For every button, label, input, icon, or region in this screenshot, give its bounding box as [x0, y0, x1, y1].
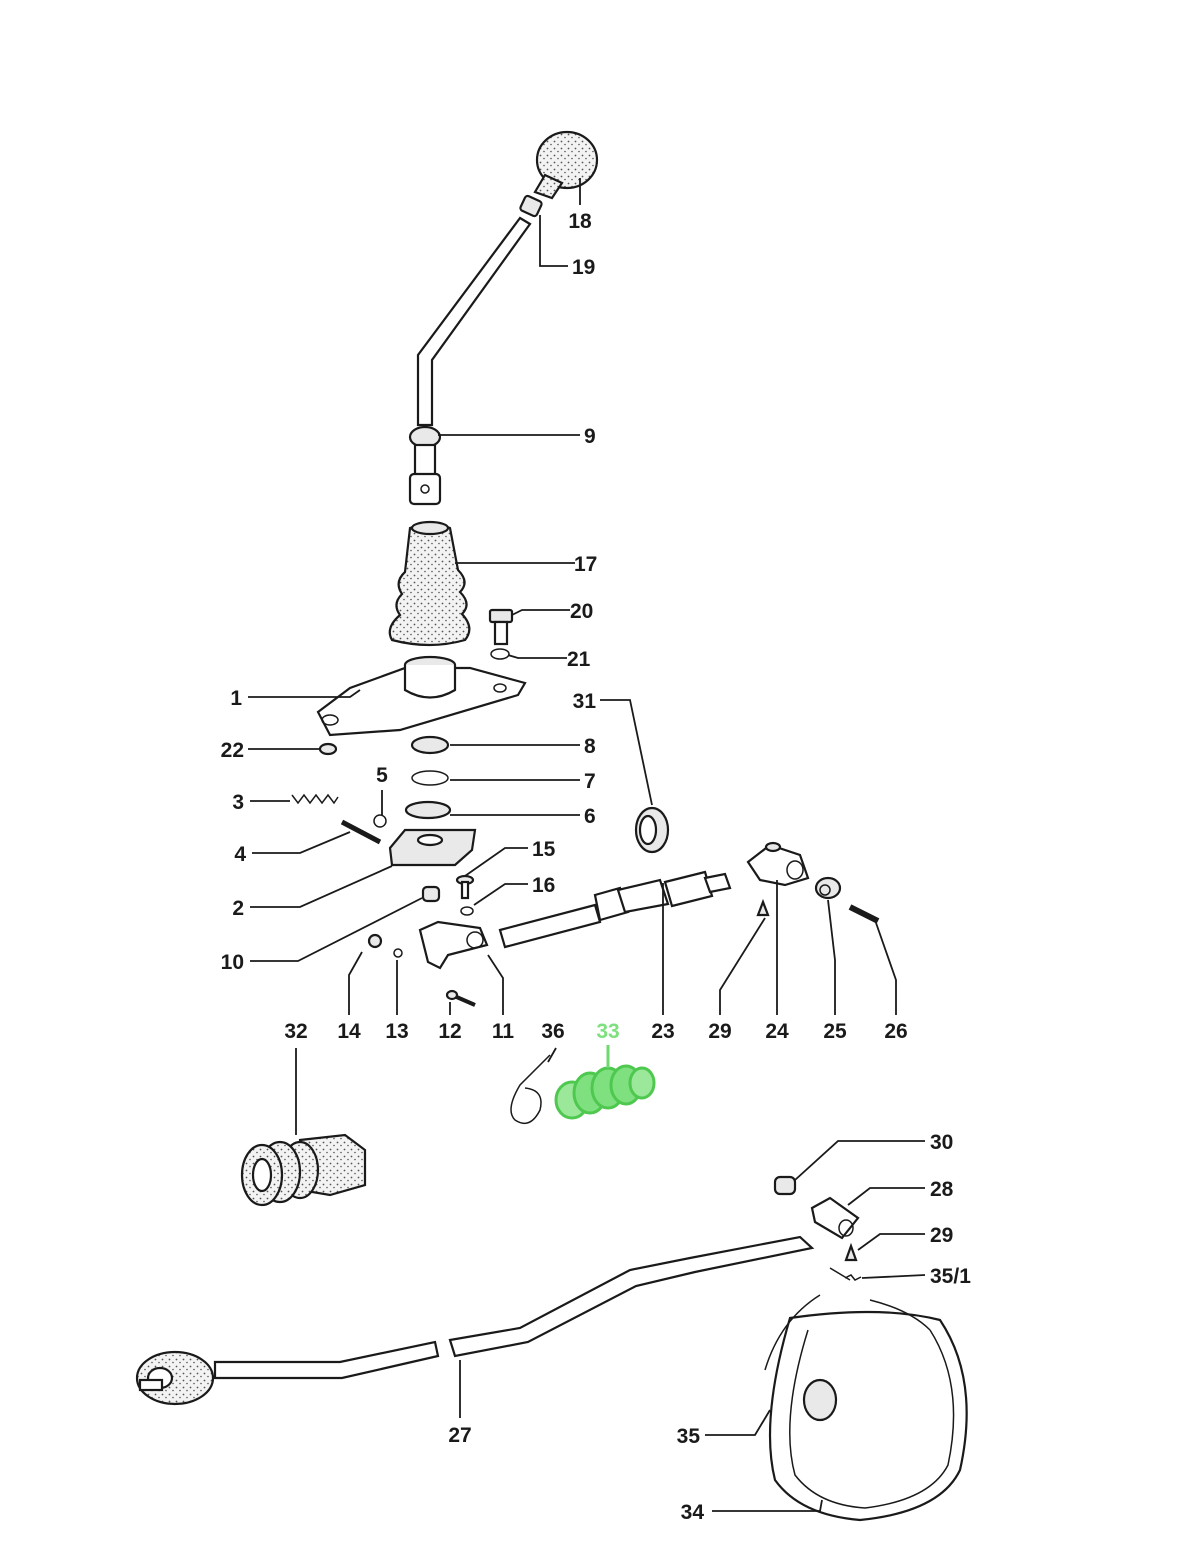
part-bellows-highlighted — [554, 1064, 656, 1120]
callout-25: 25 — [823, 1020, 847, 1043]
callout-34: 34 — [681, 1501, 705, 1524]
part-shift-boot — [388, 522, 471, 647]
part-washer — [318, 742, 338, 756]
callout-29-lower: 29 — [930, 1224, 953, 1247]
callout-35: 35 — [677, 1425, 701, 1448]
part-bolt-small — [445, 989, 476, 1007]
callout-26: 26 — [884, 1020, 907, 1043]
part-set-screw — [756, 898, 770, 917]
part-grommet — [634, 806, 670, 854]
callout-14: 14 — [337, 1020, 361, 1043]
callout-12: 12 — [438, 1020, 461, 1043]
callout-16: 16 — [532, 874, 555, 897]
part-small-washer — [460, 906, 474, 916]
callout-32: 32 — [284, 1020, 307, 1043]
part-retaining-clip — [510, 1054, 551, 1125]
part-long-shift-rod — [135, 1235, 815, 1406]
part-cover — [764, 1294, 968, 1522]
part-ring — [404, 800, 452, 820]
part-shift-rod — [498, 870, 732, 949]
callout-6: 6 — [584, 805, 596, 828]
part-roll-pin — [848, 904, 880, 924]
callout-19: 19 — [572, 256, 595, 279]
part-rubber-boot — [240, 1133, 367, 1207]
leader-lines — [248, 178, 926, 1512]
part-shift-coupling — [746, 841, 810, 887]
part-drawings — [135, 130, 968, 1522]
callout-13: 13 — [385, 1020, 408, 1043]
callout-36: 36 — [541, 1020, 564, 1043]
part-shift-knob — [533, 130, 599, 200]
part-screw — [455, 874, 475, 900]
callout-28: 28 — [930, 1178, 954, 1201]
callout-27: 27 — [448, 1424, 471, 1447]
part-shift-lever — [408, 216, 532, 506]
part-shift-housing — [316, 655, 527, 737]
callout-9: 9 — [584, 425, 596, 448]
callout-30: 30 — [930, 1131, 953, 1154]
callout-31: 31 — [573, 690, 597, 713]
callout-15: 15 — [532, 838, 556, 861]
callout-22: 22 — [221, 739, 244, 762]
callout-10: 10 — [221, 951, 244, 974]
part-small-ring — [393, 948, 403, 958]
part-ball — [367, 933, 383, 949]
part-bolt — [488, 608, 514, 646]
callout-labels: 18 19 9 17 20 21 1 31 22 8 5 7 3 6 4 15 … — [221, 210, 972, 1524]
part-lock-washer — [490, 648, 510, 660]
part-set-screw-lower — [844, 1242, 858, 1262]
part-pin — [340, 819, 382, 845]
callout-33: 33 — [596, 1020, 619, 1043]
part-sleeve — [810, 1196, 860, 1240]
part-coupling — [418, 920, 489, 970]
part-guide-block — [388, 828, 477, 867]
part-bushing — [421, 885, 441, 903]
callout-23: 23 — [651, 1020, 674, 1043]
callout-11: 11 — [492, 1020, 515, 1043]
part-wire-clip — [829, 1267, 862, 1281]
callout-2: 2 — [232, 897, 244, 920]
callout-18: 18 — [568, 210, 592, 233]
callout-21: 21 — [567, 648, 591, 671]
callout-17: 17 — [574, 553, 597, 576]
part-plug — [773, 1175, 797, 1196]
part-spring — [291, 793, 339, 805]
callout-8: 8 — [584, 735, 596, 758]
callout-3: 3 — [232, 791, 244, 814]
part-clip — [373, 814, 387, 828]
callout-20: 20 — [570, 600, 593, 623]
callout-5: 5 — [376, 764, 388, 787]
part-knob-nut — [519, 194, 543, 218]
part-coupling-bushing — [814, 876, 842, 900]
part-spring-ring — [411, 770, 449, 786]
callout-24: 24 — [765, 1020, 789, 1043]
part-bearing-cup — [410, 735, 450, 755]
callout-4: 4 — [234, 843, 246, 866]
callout-35-1: 35/1 — [930, 1265, 971, 1288]
callout-7: 7 — [584, 770, 596, 793]
callout-1: 1 — [230, 687, 242, 710]
callout-29-upper: 29 — [708, 1020, 731, 1043]
